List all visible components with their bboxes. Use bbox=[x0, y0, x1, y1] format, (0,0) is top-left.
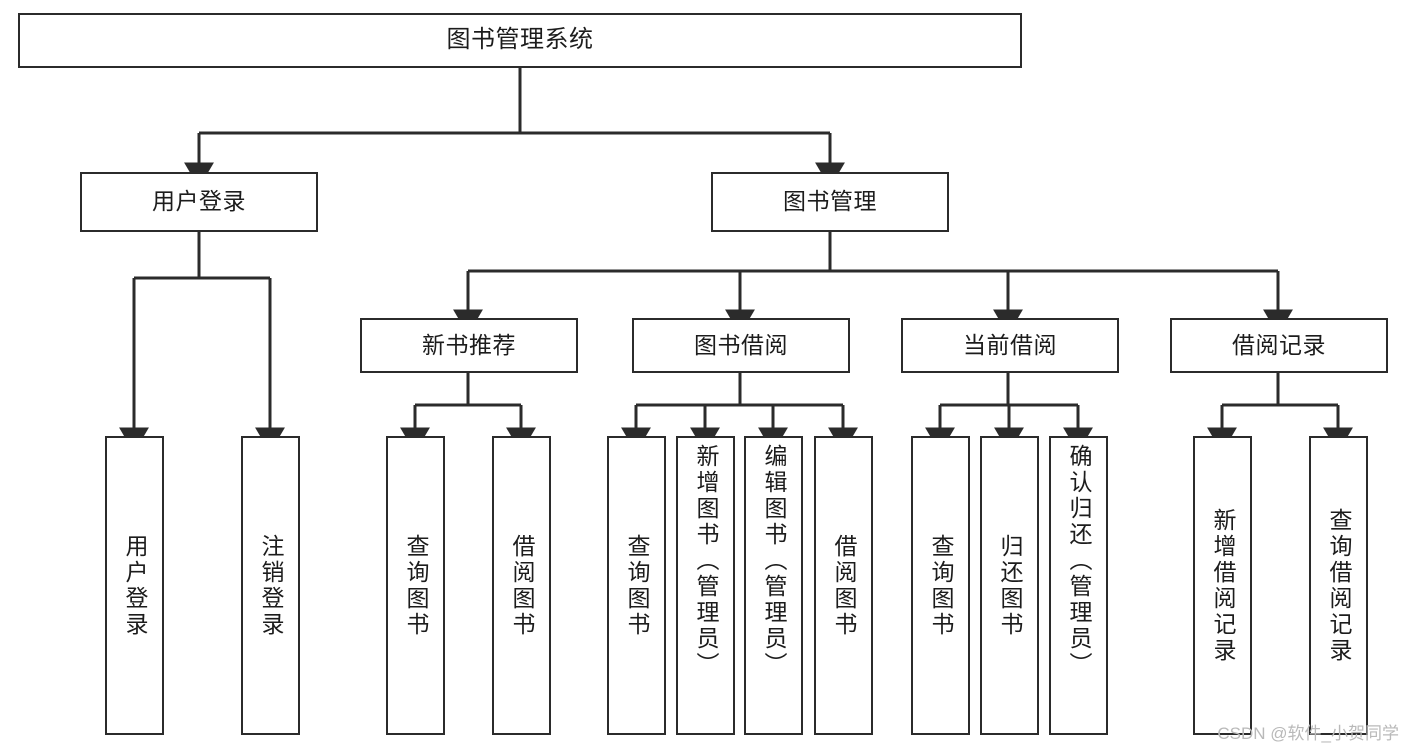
node-leaf-user-login-label: 用户登录 bbox=[122, 533, 148, 638]
node-leaf-query-book-2-label: 查询图书 bbox=[624, 533, 650, 638]
node-root-system[interactable]: 图书管理系统 bbox=[18, 13, 1022, 68]
node-leaf-query-book-1-label: 查询图书 bbox=[403, 533, 429, 638]
node-leaf-query-record[interactable]: 查询借阅记录 bbox=[1309, 436, 1368, 735]
node-root-system-label: 图书管理系统 bbox=[446, 26, 594, 54]
node-leaf-add-record-label: 新增借阅记录 bbox=[1210, 507, 1236, 664]
node-leaf-query-book-2[interactable]: 查询图书 bbox=[607, 436, 666, 735]
node-leaf-edit-book[interactable]: 编辑图书（管理员） bbox=[744, 436, 803, 735]
node-new-book-rec-label: 新书推荐 bbox=[422, 331, 516, 358]
node-book-manage-label: 图书管理 bbox=[783, 188, 877, 215]
node-leaf-query-book-3-label: 查询图书 bbox=[928, 533, 954, 638]
node-book-borrow-label: 图书借阅 bbox=[694, 331, 788, 358]
node-leaf-add-book[interactable]: 新增图书（管理员） bbox=[676, 436, 735, 735]
node-leaf-logout[interactable]: 注销登录 bbox=[241, 436, 300, 735]
node-book-borrow[interactable]: 图书借阅 bbox=[632, 318, 850, 373]
node-borrow-record[interactable]: 借阅记录 bbox=[1170, 318, 1388, 373]
node-leaf-borrow-book-2[interactable]: 借阅图书 bbox=[814, 436, 873, 735]
node-leaf-add-record[interactable]: 新增借阅记录 bbox=[1193, 436, 1252, 735]
node-leaf-add-book-label: 新增图书（管理员） bbox=[693, 444, 719, 678]
node-leaf-return-book[interactable]: 归还图书 bbox=[980, 436, 1039, 735]
node-new-book-rec[interactable]: 新书推荐 bbox=[360, 318, 578, 373]
node-leaf-confirm-return-label: 确认归还（管理员） bbox=[1066, 444, 1092, 678]
node-borrow-record-label: 借阅记录 bbox=[1232, 331, 1326, 358]
node-leaf-return-book-label: 归还图书 bbox=[997, 533, 1023, 638]
node-leaf-query-book-1[interactable]: 查询图书 bbox=[386, 436, 445, 735]
node-user-login-label: 用户登录 bbox=[152, 188, 246, 215]
node-leaf-query-record-label: 查询借阅记录 bbox=[1326, 507, 1352, 664]
node-book-manage[interactable]: 图书管理 bbox=[711, 172, 949, 232]
node-leaf-edit-book-label: 编辑图书（管理员） bbox=[761, 444, 787, 678]
node-current-borrow[interactable]: 当前借阅 bbox=[901, 318, 1119, 373]
node-current-borrow-label: 当前借阅 bbox=[963, 331, 1057, 358]
node-leaf-borrow-book-1[interactable]: 借阅图书 bbox=[492, 436, 551, 735]
node-leaf-borrow-book-2-label: 借阅图书 bbox=[831, 533, 857, 638]
csdn-watermark: CSDN @软件_小贺同学 bbox=[1217, 724, 1399, 743]
node-leaf-user-login[interactable]: 用户登录 bbox=[105, 436, 164, 735]
node-leaf-query-book-3[interactable]: 查询图书 bbox=[911, 436, 970, 735]
node-user-login[interactable]: 用户登录 bbox=[80, 172, 318, 232]
node-leaf-confirm-return[interactable]: 确认归还（管理员） bbox=[1049, 436, 1108, 735]
node-leaf-logout-label: 注销登录 bbox=[258, 533, 284, 638]
node-leaf-borrow-book-1-label: 借阅图书 bbox=[509, 533, 535, 638]
